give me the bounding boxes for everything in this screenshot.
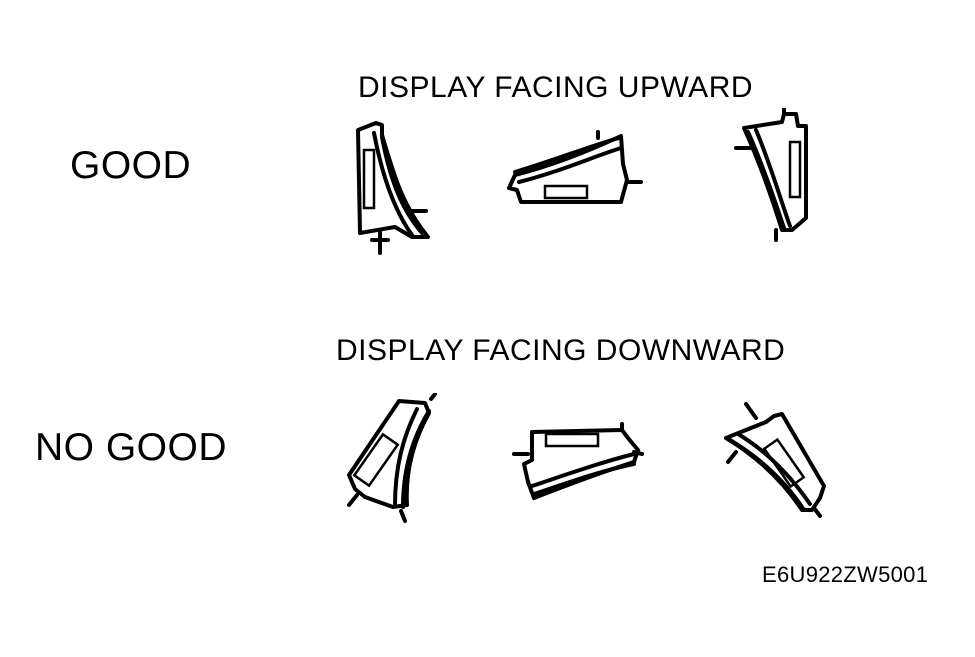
unit-upward-center bbox=[507, 130, 643, 204]
no-good-label: NO GOOD bbox=[35, 426, 228, 469]
upward-heading: DISPLAY FACING UPWARD bbox=[358, 71, 754, 104]
downward-heading: DISPLAY FACING DOWNWARD bbox=[336, 334, 786, 367]
unit-downward-left bbox=[347, 393, 437, 523]
unit-downward-center bbox=[512, 422, 644, 500]
figure-code: E6U922ZW5001 bbox=[762, 562, 929, 587]
unit-downward-right bbox=[724, 402, 826, 518]
unit-upward-right bbox=[734, 108, 808, 242]
unit-upward-left bbox=[356, 121, 430, 255]
good-label: GOOD bbox=[70, 144, 192, 187]
